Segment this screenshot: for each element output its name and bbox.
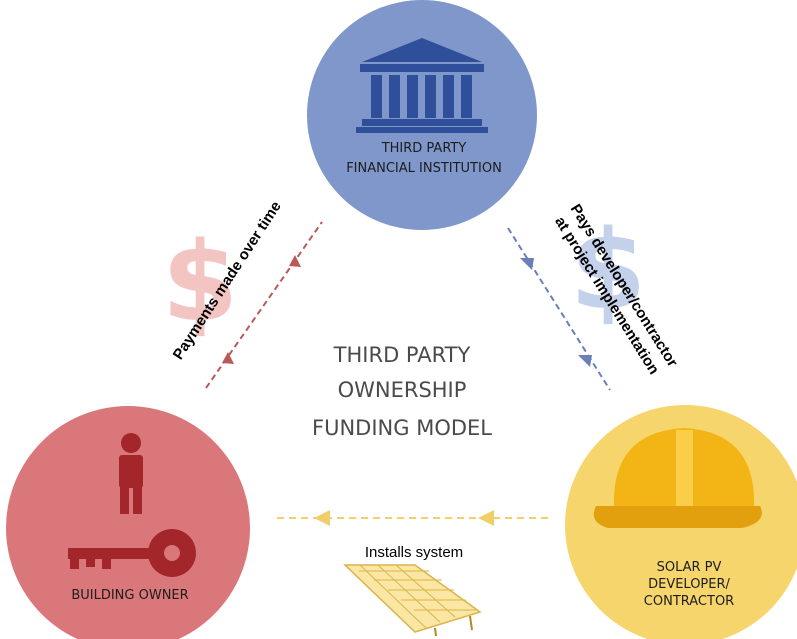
payments-arrowhead-upper (289, 255, 301, 267)
bank-icon (356, 38, 488, 133)
pays-developer-arrowhead-lower (578, 355, 592, 367)
financial-institution-node: THIRD PARTY FINANCIAL INSTITUTION (307, 0, 537, 230)
payments-flow: $ Payments made over time (162, 198, 323, 389)
financial-institution-label-line1: THIRD PARTY (381, 141, 467, 156)
person-icon (119, 433, 143, 514)
dollar-icon: $ (570, 206, 647, 334)
payments-arrowhead-lower (222, 352, 234, 364)
pays-developer-flow: $ Pays developer/contractor at project i… (507, 201, 681, 391)
pays-developer-arrowhead-upper (520, 258, 534, 270)
building-owner-node: BUILDING OWNER (6, 406, 250, 639)
installs-arrowhead-left (314, 510, 330, 526)
center-title-line2: OWNERSHIP (338, 378, 467, 402)
solar-developer-label-line2: DEVELOPER/ (648, 577, 730, 592)
installs-flow: Installs system (277, 510, 548, 637)
building-owner-circle (6, 406, 250, 639)
pays-developer-arrow-line (507, 227, 611, 391)
financial-institution-circle (307, 0, 537, 230)
center-title-line1: THIRD PARTY (333, 343, 471, 367)
solar-developer-label-line3: CONTRACTOR (644, 594, 734, 609)
installs-label: Installs system (365, 544, 463, 561)
solar-developer-node: SOLAR PV DEVELOPER/ CONTRACTOR (565, 405, 797, 639)
installs-arrowhead-right (478, 510, 494, 526)
key-icon (68, 529, 196, 577)
building-owner-label: BUILDING OWNER (71, 588, 188, 603)
solar-panel-icon (343, 564, 482, 637)
dollar-icon: $ (162, 218, 239, 346)
financial-institution-label-line2: FINANCIAL INSTITUTION (346, 161, 502, 176)
hard-hat-icon (593, 428, 762, 528)
center-title-line3: FUNDING MODEL (312, 416, 492, 440)
solar-developer-label-line1: SOLAR PV (657, 560, 722, 575)
